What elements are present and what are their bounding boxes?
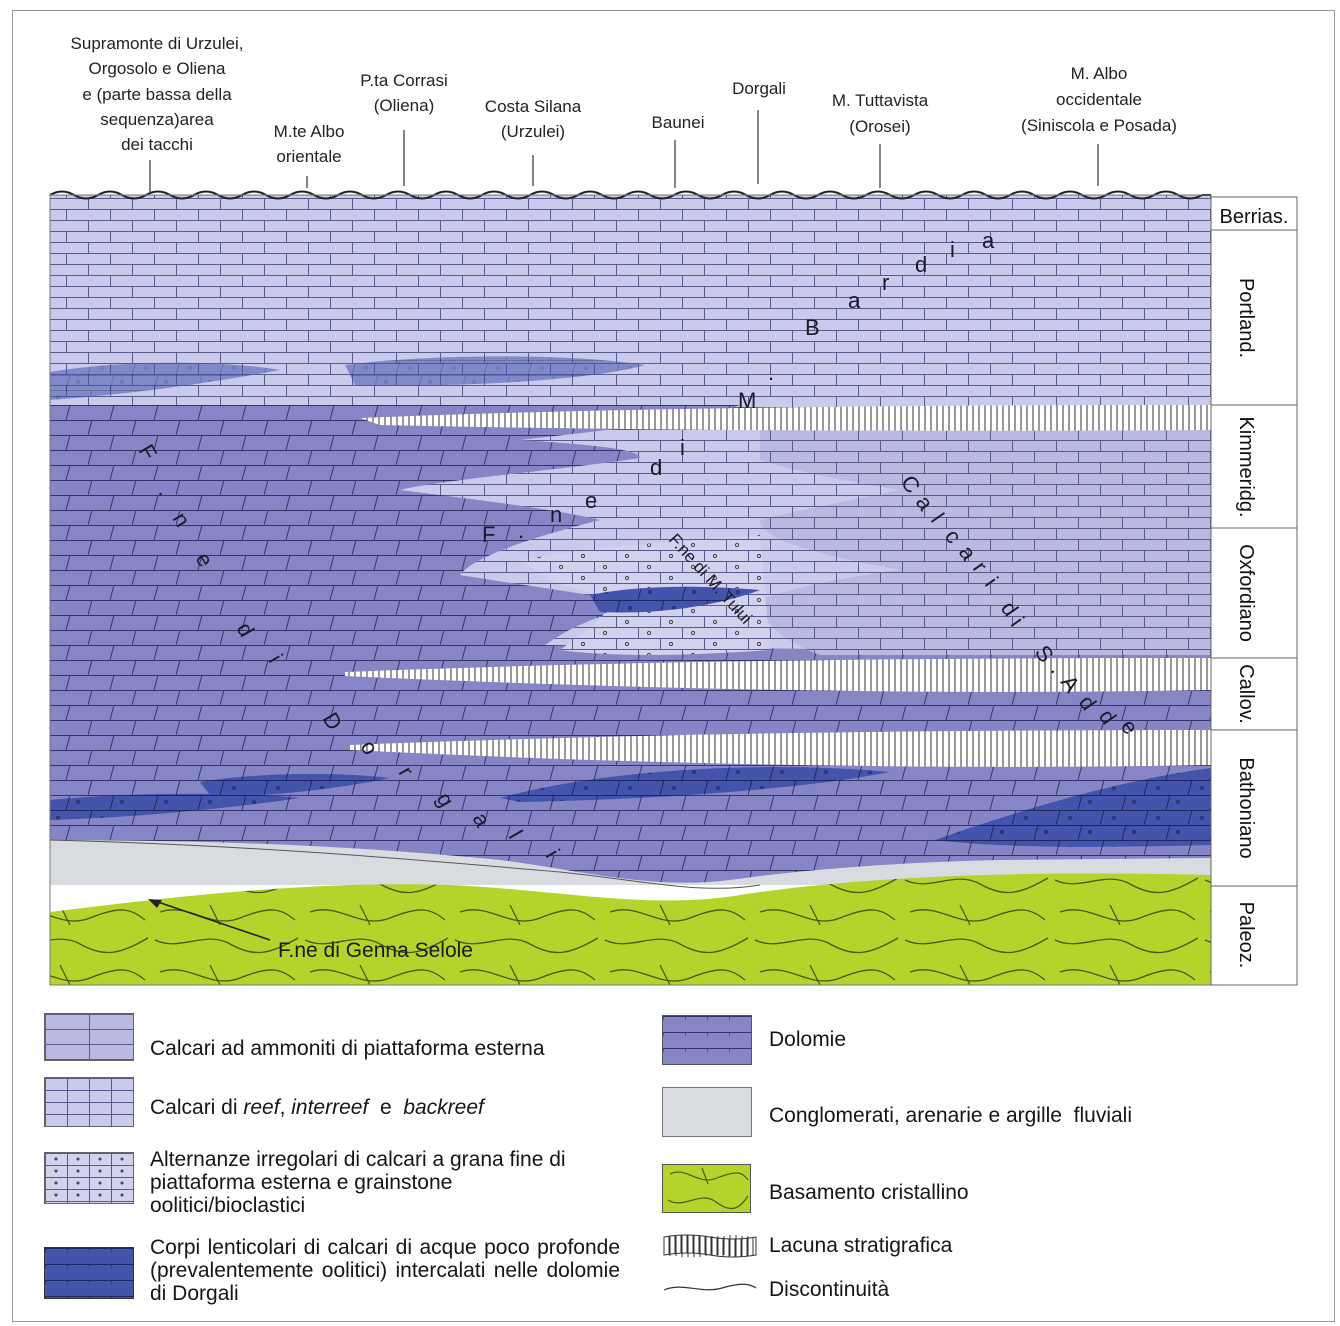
section-panel [49, 190, 1212, 986]
arrow-head-icon [148, 899, 162, 908]
stage-label: Callov. [1235, 664, 1257, 724]
lacuna-band [345, 658, 1211, 692]
legend-label-conglomerati: Conglomerati, arenarie e argille fluvial… [769, 1104, 1133, 1127]
swatch-limestone-ext [44, 1013, 134, 1061]
swatch-conglomerati [662, 1087, 752, 1137]
lens-body [50, 362, 280, 400]
formation-letter: F [482, 522, 495, 547]
legend-text: backreef [403, 1096, 484, 1119]
location-label: Costa Silana(Urzulei) [485, 97, 582, 141]
basement-body [50, 873, 1211, 985]
swatch-basamento [662, 1164, 751, 1213]
lacuna-band [350, 730, 1211, 767]
swatch-dolomie [662, 1015, 752, 1065]
legend-label-reef: Calcari di reef, interreef e backreef [150, 1096, 484, 1119]
swatch-alternanze [44, 1152, 134, 1204]
stage-label: Bathoniano [1235, 757, 1257, 858]
legend-label-dolomie: Dolomie [769, 1028, 847, 1051]
lens-body [345, 356, 645, 386]
external-limestone-right [760, 430, 1211, 655]
lens-body [50, 793, 300, 820]
formation-letter: d [915, 252, 927, 277]
legend-text: e [368, 1096, 404, 1119]
formation-letter: i [680, 435, 685, 460]
formation-letter: d [650, 455, 662, 480]
formation-letter: e [585, 488, 597, 513]
location-label: Baunei [652, 113, 705, 132]
location-ticks [149, 110, 1099, 192]
stage-label: Portland. [1235, 278, 1257, 358]
formation-label-genna-selole: F.ne di Genna Selole [278, 939, 473, 962]
lens-body [200, 773, 390, 796]
formation-letter: n [550, 502, 562, 527]
formation-letter: a [848, 288, 861, 313]
stage-label: Paleoz. [1235, 902, 1257, 969]
legend-label-alternanze: Alternanze irregolari di calcari a grana… [150, 1148, 566, 1217]
stage-label: Oxfordiano [1235, 544, 1257, 642]
legend-label-lacuna: Lacuna stratigrafica [769, 1234, 953, 1257]
conglomerate-body [50, 840, 1211, 885]
formation-letter: B [805, 315, 820, 340]
legend-text: interreef [291, 1096, 369, 1119]
legend-text: Calcari di [150, 1096, 244, 1119]
location-label: Dorgali [732, 79, 786, 98]
stage-label: Kimmeridg. [1235, 416, 1257, 517]
formation-letter: i [950, 237, 955, 262]
legend-label-discontinuita: Discontinuità [769, 1278, 890, 1301]
stage-label: Berrias. [1220, 206, 1289, 228]
legend-text: , [279, 1096, 292, 1119]
swatch-lacuna [663, 1234, 757, 1258]
formation-letter: M [738, 388, 756, 413]
formation-letter: a [982, 228, 995, 253]
location-label: P.ta Corrasi(Oliena) [360, 71, 448, 115]
lens-body [590, 586, 760, 613]
lens-body [935, 768, 1211, 847]
lens-body [500, 767, 890, 802]
formation-letter: r [882, 270, 889, 295]
legend-label-basamento: Basamento cristallino [769, 1181, 969, 1204]
swatch-reef [44, 1077, 134, 1127]
swatch-lenticular [44, 1247, 134, 1299]
genna-selole-arrow [151, 899, 271, 941]
legend-text: reef [243, 1096, 280, 1119]
legend-label-limestone-ext: Calcari ad ammoniti di piattaforma ester… [150, 1037, 545, 1060]
swatch-discontinuita [663, 1283, 757, 1291]
stage-column: Berrias. Portland. Kimmeridg. Oxfordiano… [1210, 196, 1298, 986]
figure-frame [12, 10, 1335, 1322]
formation-letter: . [768, 360, 774, 385]
formation-letter: . [518, 518, 524, 543]
lacuna-band [360, 405, 1211, 431]
legend-label-corpi: Corpi lenticolari di calcari di acque po… [150, 1236, 620, 1305]
location-label: M. Tuttavista(Orosei) [832, 91, 929, 136]
